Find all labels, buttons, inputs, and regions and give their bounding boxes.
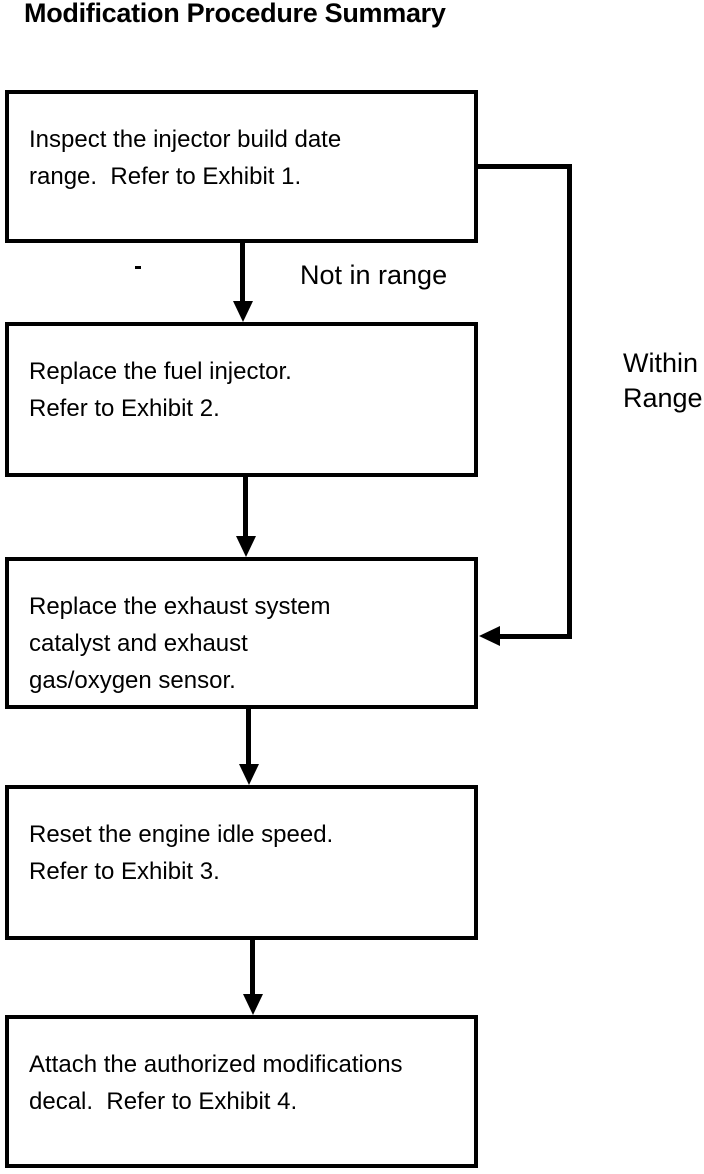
within-range-path-top-segment: [474, 164, 572, 169]
flowchart-step-2-box: Replace the fuel injector. Refer to Exhi…: [5, 322, 478, 477]
arrow-step2-to-step3-arrowhead-icon: [236, 536, 256, 557]
arrow-step4-to-step5-arrowhead-icon: [243, 994, 263, 1015]
flowchart-step-1-box: Inspect the injector build date range. R…: [5, 90, 478, 243]
edge-label-within-range: Within Range: [623, 348, 703, 413]
within-range-arrowhead-icon: [479, 626, 500, 646]
step-3-text: Replace the exhaust system catalyst and …: [29, 593, 331, 694]
arrow-step1-to-step2-shaft: [240, 241, 245, 303]
flowchart-step-5-box: Attach the authorized modifications deca…: [5, 1015, 478, 1168]
arrow-step3-to-step4-shaft: [246, 706, 251, 766]
edge-label-not-in-range: Not in range: [300, 260, 448, 290]
step-1-text: Inspect the injector build date range. R…: [29, 126, 342, 190]
page-title: Modification Procedure Summary: [24, 0, 446, 28]
within-range-path-vertical-segment: [567, 164, 572, 639]
flowchart-step-4-box: Reset the engine idle speed. Refer to Ex…: [5, 785, 478, 940]
scan-artifact-dot: [135, 266, 141, 269]
step-4-text: Reset the engine idle speed. Refer to Ex…: [29, 821, 334, 885]
arrow-step3-to-step4-arrowhead-icon: [239, 764, 259, 785]
flowchart-step-3-box: Replace the exhaust system catalyst and …: [5, 557, 478, 709]
arrow-step4-to-step5-shaft: [250, 938, 255, 996]
step-5-text: Attach the authorized modifications deca…: [29, 1051, 403, 1115]
step-2-text: Replace the fuel injector. Refer to Exhi…: [29, 358, 292, 422]
within-range-path-bottom-segment: [498, 634, 572, 639]
arrow-step1-to-step2-arrowhead-icon: [233, 301, 253, 322]
arrow-step2-to-step3-shaft: [243, 475, 248, 538]
